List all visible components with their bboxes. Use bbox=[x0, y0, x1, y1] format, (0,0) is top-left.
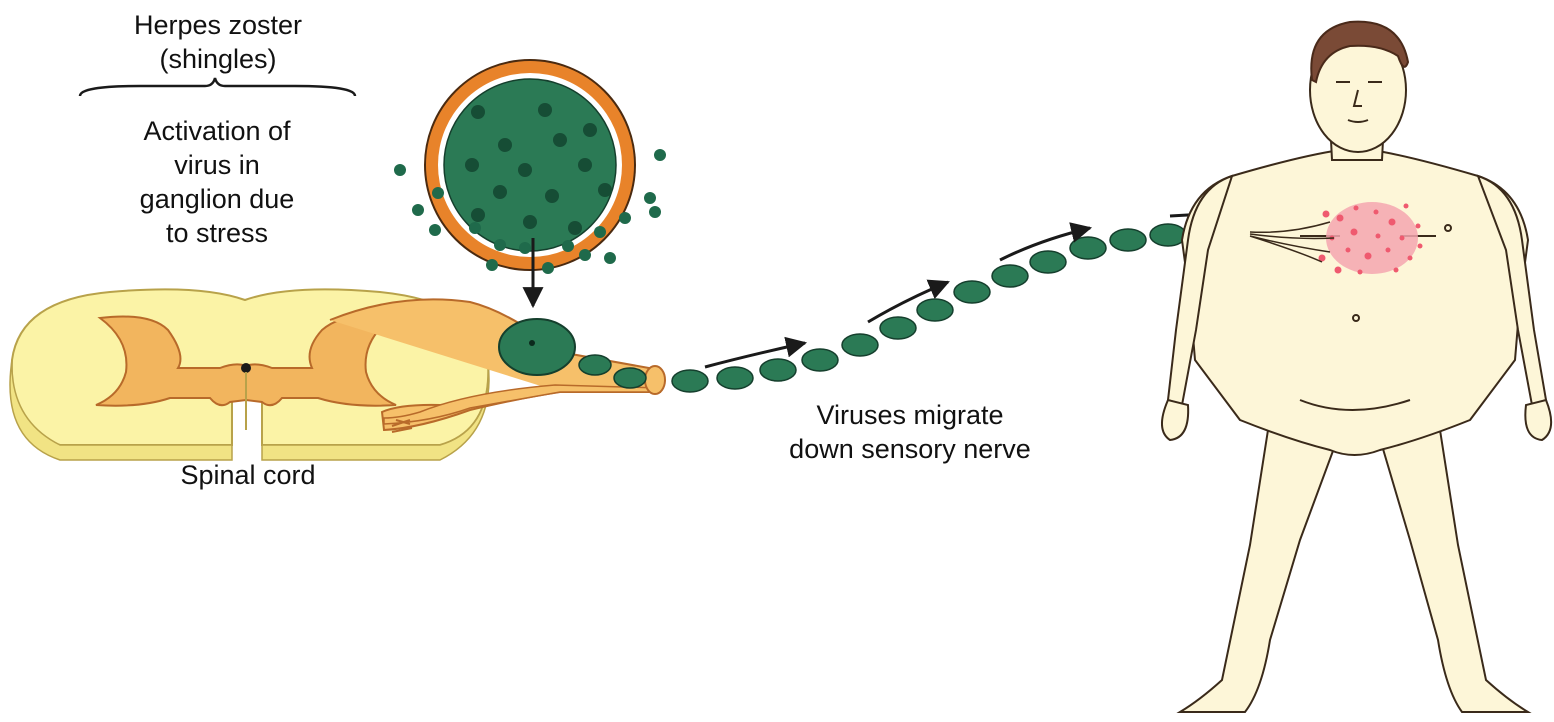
viral-dna-dot bbox=[523, 215, 537, 229]
rash-spot bbox=[1408, 256, 1413, 261]
nerve-virus-segment bbox=[917, 299, 953, 321]
virus-dot bbox=[542, 262, 554, 274]
viral-dna-dot bbox=[538, 103, 552, 117]
rash-spot bbox=[1337, 215, 1344, 222]
activation-label: Activation of virus in ganglion due to s… bbox=[72, 114, 362, 250]
title-line-2: (shingles) bbox=[78, 42, 358, 76]
nerve-virus-segment bbox=[1150, 224, 1186, 246]
viral-dna-dot bbox=[568, 221, 582, 235]
nerve-virus-segment bbox=[760, 359, 796, 381]
virus-dot bbox=[644, 192, 656, 204]
nerve-virus-segment bbox=[880, 317, 916, 339]
rash-spot bbox=[1376, 234, 1381, 239]
human-figure bbox=[1162, 22, 1551, 712]
rash-spot bbox=[1400, 236, 1405, 241]
viral-dna-dot bbox=[553, 133, 567, 147]
nerve-virus-segment bbox=[1110, 229, 1146, 251]
viral-dna-dot bbox=[545, 189, 559, 203]
rash-spot bbox=[1365, 253, 1372, 260]
nerve-virus-segment bbox=[614, 368, 646, 388]
viral-dna-dot bbox=[498, 138, 512, 152]
nerve-virus-segment bbox=[992, 265, 1028, 287]
migration-line-1: Viruses migrate bbox=[700, 398, 1120, 432]
virus-dot bbox=[432, 187, 444, 199]
rash-spot bbox=[1418, 244, 1423, 249]
rash-spot bbox=[1358, 270, 1363, 275]
rash-spot bbox=[1404, 204, 1409, 209]
activation-line-3: ganglion due bbox=[72, 182, 362, 216]
viral-dna-dot bbox=[471, 208, 485, 222]
virus-dot bbox=[594, 226, 606, 238]
virus-dot bbox=[654, 149, 666, 161]
nerve-virus-segment bbox=[717, 367, 753, 389]
rash-spot bbox=[1346, 248, 1351, 253]
viral-dna-dot bbox=[598, 183, 612, 197]
rash-spot bbox=[1354, 206, 1359, 211]
virus-dot bbox=[562, 240, 574, 252]
nerve-virus-segment bbox=[672, 370, 708, 392]
nerve-virus-segment bbox=[1030, 251, 1066, 273]
rash-spot bbox=[1416, 224, 1421, 229]
nerve-virus-segment bbox=[954, 281, 990, 303]
virus-chain bbox=[579, 221, 1230, 392]
rash-spot bbox=[1386, 248, 1391, 253]
virus-dot bbox=[486, 259, 498, 271]
viral-dna-dot bbox=[578, 158, 592, 172]
viral-dna-dot bbox=[471, 105, 485, 119]
virus-dot bbox=[394, 164, 406, 176]
rash-spot bbox=[1374, 210, 1379, 215]
virus-dot bbox=[494, 239, 506, 251]
title-brace bbox=[80, 78, 355, 96]
rash-spot bbox=[1394, 268, 1399, 273]
viral-dna-dot bbox=[493, 185, 507, 199]
spinal-cord-label: Spinal cord bbox=[118, 458, 378, 492]
rash-spot bbox=[1335, 267, 1342, 274]
activation-line-1: Activation of bbox=[72, 114, 362, 148]
viral-dna-dot bbox=[465, 158, 479, 172]
virus-dot bbox=[604, 252, 616, 264]
nerve-virus-segment bbox=[579, 355, 611, 375]
virus-dot bbox=[649, 206, 661, 218]
virus-dot bbox=[579, 249, 591, 261]
title-line-1: Herpes zoster bbox=[78, 8, 358, 42]
migration-label: Viruses migrate down sensory nerve bbox=[700, 398, 1120, 466]
rash-spot bbox=[1351, 229, 1358, 236]
rash-spot bbox=[1389, 219, 1396, 226]
virus-dot bbox=[469, 222, 481, 234]
nerve-virus-segment bbox=[842, 334, 878, 356]
viral-dna-dot bbox=[583, 123, 597, 137]
migration-line-2: down sensory nerve bbox=[700, 432, 1120, 466]
virus-particle-icon bbox=[394, 60, 666, 274]
activation-line-2: virus in bbox=[72, 148, 362, 182]
title-label: Herpes zoster (shingles) bbox=[78, 8, 358, 76]
virus-dot bbox=[519, 242, 531, 254]
virus-dot bbox=[429, 224, 441, 236]
viral-dna-dot bbox=[518, 163, 532, 177]
activation-line-4: to stress bbox=[72, 216, 362, 250]
nerve-virus-segment bbox=[802, 349, 838, 371]
virus-dot bbox=[412, 204, 424, 216]
nerve-virus-segment bbox=[1070, 237, 1106, 259]
virus-dot bbox=[619, 212, 631, 224]
rash-spot bbox=[1323, 211, 1330, 218]
